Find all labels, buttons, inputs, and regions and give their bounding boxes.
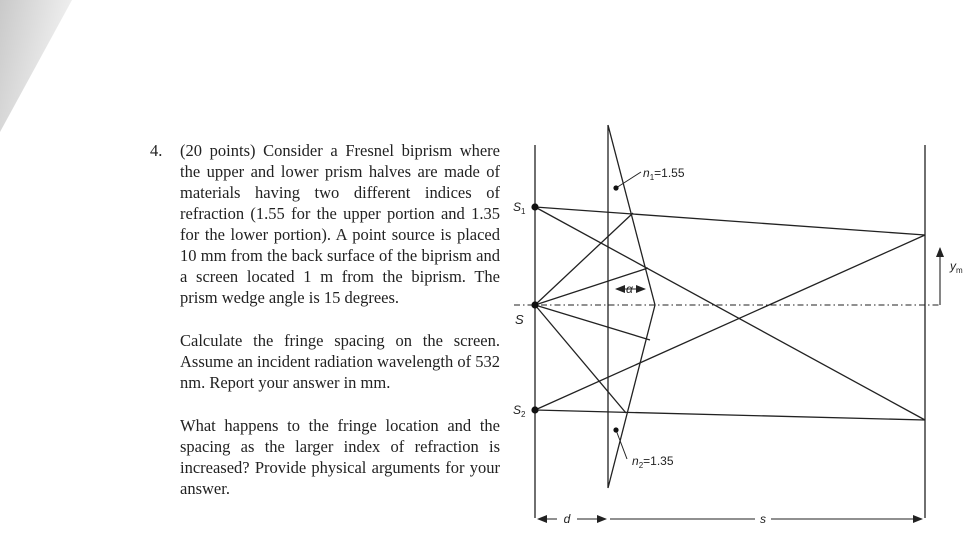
ym-label: ym: [949, 259, 963, 275]
n2-label: n2=1.35: [632, 454, 674, 470]
s-distance-label: s: [760, 512, 766, 526]
source-s2-dot: [531, 406, 539, 414]
s-label: S: [515, 312, 524, 327]
source-s1-dot: [531, 203, 539, 211]
n1-label: n1=1.55: [643, 166, 685, 182]
page-corner-shadow: [0, 0, 72, 132]
problem-statement: (20 points) Consider a Fresnel biprism w…: [180, 141, 500, 307]
problem-text: 4. (20 points) Consider a Fresnel bipris…: [150, 140, 500, 521]
alpha-label: α: [626, 282, 634, 296]
ray-lines: [534, 206, 926, 421]
n2-marker-dot: [613, 427, 619, 433]
s2-label: S2: [513, 403, 526, 419]
d-label: d: [564, 512, 571, 526]
n2-leader: [615, 429, 628, 460]
n1-leader: [615, 171, 642, 189]
s1-label: S1: [513, 200, 526, 216]
problem-number: 4.: [150, 141, 163, 160]
source-s-dot: [531, 301, 539, 309]
n1-marker-dot: [613, 185, 619, 191]
question-index-change: What happens to the fringe location and …: [180, 416, 500, 498]
question-fringe-spacing: Calculate the fringe spacing on the scre…: [180, 331, 500, 392]
